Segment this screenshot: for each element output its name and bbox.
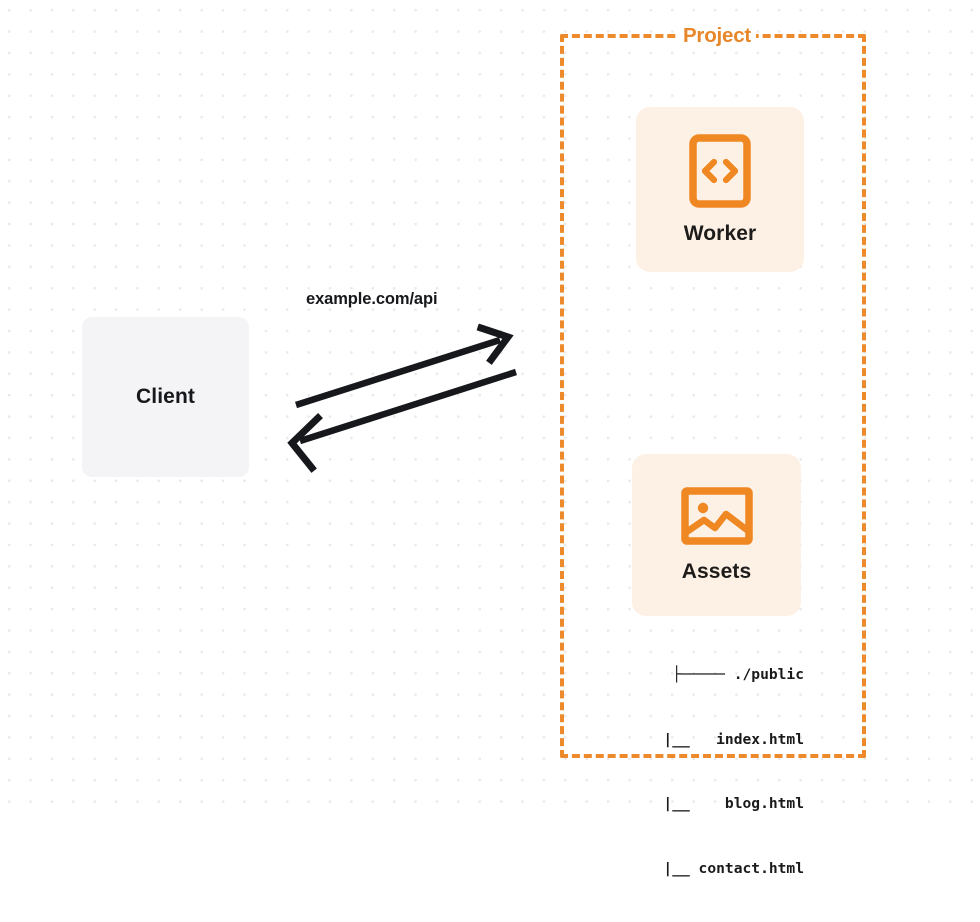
request-arrow-shaft xyxy=(295,336,501,409)
client-node-label: Client xyxy=(136,385,195,408)
diagram-canvas: Client example.com/api Project xyxy=(0,0,980,877)
project-title: Project xyxy=(564,24,870,48)
response-arrow-shaft xyxy=(299,368,517,445)
worker-card-label: Worker xyxy=(683,221,757,245)
request-arrow-head xyxy=(476,323,514,365)
connection-url-label: example.com/api xyxy=(306,290,438,308)
asset-file-tree: ├───── ./public |__ index.html |__ blog.… xyxy=(600,621,804,922)
tree-row-root: ├───── ./public xyxy=(672,666,804,683)
tree-row-file-contact: |__ contact.html xyxy=(619,859,804,877)
code-brackets-icon xyxy=(689,133,751,208)
image-icon xyxy=(680,486,753,546)
assets-card[interactable]: Assets xyxy=(632,454,801,616)
tree-row-file-blog: |__ blog.html xyxy=(619,795,804,812)
project-title-text: Project xyxy=(677,24,757,48)
worker-card[interactable]: Worker xyxy=(636,107,804,272)
assets-card-label: Assets xyxy=(681,560,752,583)
tree-row-file-index: |__ index.html xyxy=(619,730,804,748)
project-boundary: Project Worker Assets xyxy=(560,24,866,877)
client-node[interactable]: Client xyxy=(82,317,249,477)
response-arrow-head xyxy=(287,413,323,473)
